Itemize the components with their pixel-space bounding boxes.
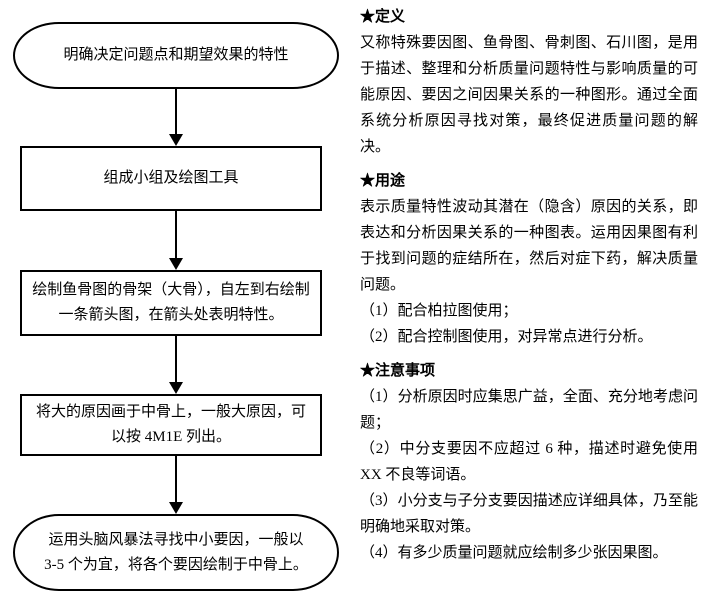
- info-panel: ★定义 又称特殊要因图、鱼骨图、骨刺图、石川图，是用于描述、整理和分析质量问题特…: [360, 4, 698, 574]
- flow-step-text: 明确决定问题点和期望效果的特性: [63, 47, 289, 63]
- flow-arrow-down-icon: [169, 211, 183, 270]
- flow-step-text: 运用头脑风暴法寻找中小要因，一般以 3-5 个为宜，将各个要因绘制于中骨上。: [44, 531, 308, 573]
- flow-step-text: 将大的原因画于中骨上，一般大原因，可以按 4M1E 列出。: [35, 404, 306, 445]
- section-paragraph: 表示质量特性波动其潜在（隐含）原因的关系，即表达和分析因果关系的一种图表。运用因…: [360, 199, 698, 293]
- section-title: ★定义: [360, 9, 406, 25]
- section-paragraph: （4）有多少质量问题就应绘制多少张因果图。: [360, 545, 668, 561]
- arrow-line: [175, 456, 177, 502]
- section-paragraph: （2）中分支要因不应超过 6 种，描述时避免使用 XX 不良等词语。: [360, 441, 698, 483]
- arrow-head: [169, 258, 183, 270]
- section-paragraph: （3）小分支与子分支要因描述应详细具体，乃至能明确地采取对策。: [360, 493, 698, 535]
- section-title: ★用途: [360, 173, 406, 189]
- arrow-line: [175, 89, 177, 134]
- flow-step-text: 绘制鱼骨图的骨架（大骨），自左到右绘制一条箭头图，在箭头处表明特性。: [32, 282, 310, 323]
- flow-step-form-team: 组成小组及绘图工具: [20, 146, 322, 211]
- section-notes: ★注意事项 （1）分析原因时应集思广益，全面、充分地考虑问题； （2）中分支要因…: [360, 358, 698, 566]
- flow-step-brainstorm: 运用头脑风暴法寻找中小要因，一般以 3-5 个为宜，将各个要因绘制于中骨上。: [13, 514, 339, 591]
- section-usage: ★用途 表示质量特性波动其潜在（隐含）原因的关系，即表达和分析因果关系的一种图表…: [360, 168, 698, 350]
- section-definition: ★定义 又称特殊要因图、鱼骨图、骨刺图、石川图，是用于描述、整理和分析质量问题特…: [360, 4, 698, 160]
- section-paragraph: 又称特殊要因图、鱼骨图、骨刺图、石川图，是用于描述、整理和分析质量问题特性与影响…: [360, 35, 698, 155]
- flow-step-define-characteristic: 明确决定问题点和期望效果的特性: [13, 22, 339, 89]
- arrow-line: [175, 211, 177, 258]
- flow-step-text: 组成小组及绘图工具: [103, 170, 239, 186]
- flow-arrow-down-icon: [169, 456, 183, 514]
- section-paragraph: （1）分析原因时应集思广益，全面、充分地考虑问题；: [360, 389, 698, 431]
- arrow-line: [175, 336, 177, 382]
- section-title: ★注意事项: [360, 363, 436, 379]
- flow-arrow-down-icon: [169, 89, 183, 146]
- section-paragraph: （2）配合控制图使用，对异常点进行分析。: [360, 329, 653, 345]
- flow-step-draw-skeleton: 绘制鱼骨图的骨架（大骨），自左到右绘制一条箭头图，在箭头处表明特性。: [20, 270, 322, 336]
- arrow-head: [169, 134, 183, 146]
- flow-step-main-causes: 将大的原因画于中骨上，一般大原因，可以按 4M1E 列出。: [20, 394, 322, 456]
- flowchart: 明确决定问题点和期望效果的特性 组成小组及绘图工具 绘制鱼骨图的骨架（大骨），自…: [13, 22, 339, 591]
- arrow-head: [169, 382, 183, 394]
- arrow-head: [169, 502, 183, 514]
- section-paragraph: （1）配合柏拉图使用；: [360, 303, 518, 319]
- flow-arrow-down-icon: [169, 336, 183, 394]
